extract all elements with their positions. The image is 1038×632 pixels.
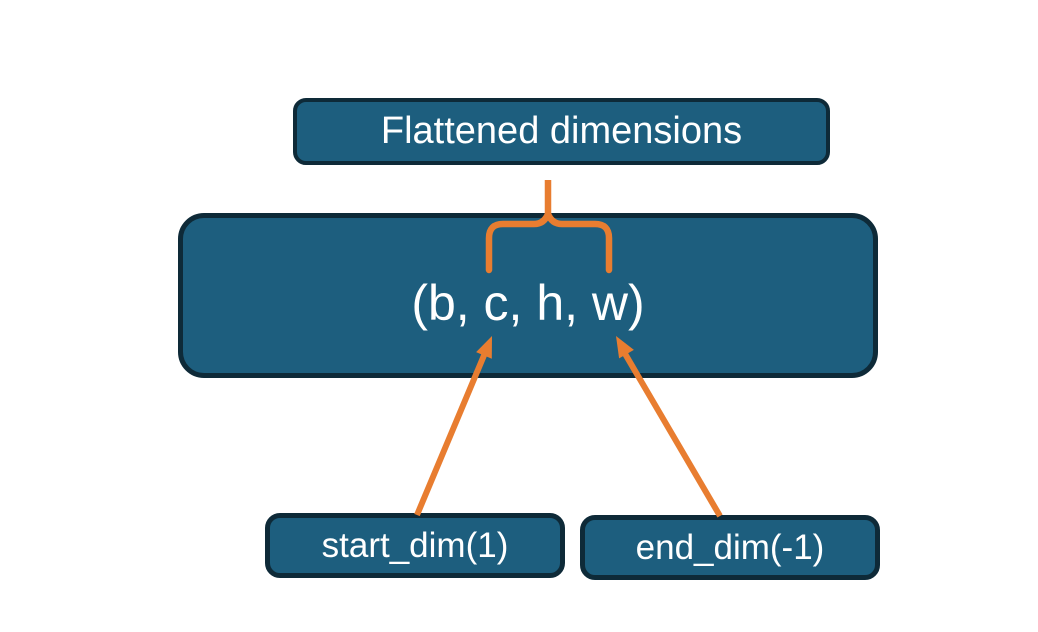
flattened-dimensions-label: Flattened dimensions: [380, 110, 743, 152]
end-dim-label: end_dim(-1): [635, 527, 825, 567]
tensor-shape-label: (b, c, h, w): [411, 274, 645, 331]
flattened-dimensions-box: Flattened dimensions: [293, 98, 830, 165]
end-dim-box: end_dim(-1): [580, 515, 880, 580]
tensor-shape-box: (b, c, h, w): [178, 213, 878, 378]
start-dim-label: start_dim(1): [321, 525, 509, 565]
start-dim-box: start_dim(1): [265, 513, 565, 578]
